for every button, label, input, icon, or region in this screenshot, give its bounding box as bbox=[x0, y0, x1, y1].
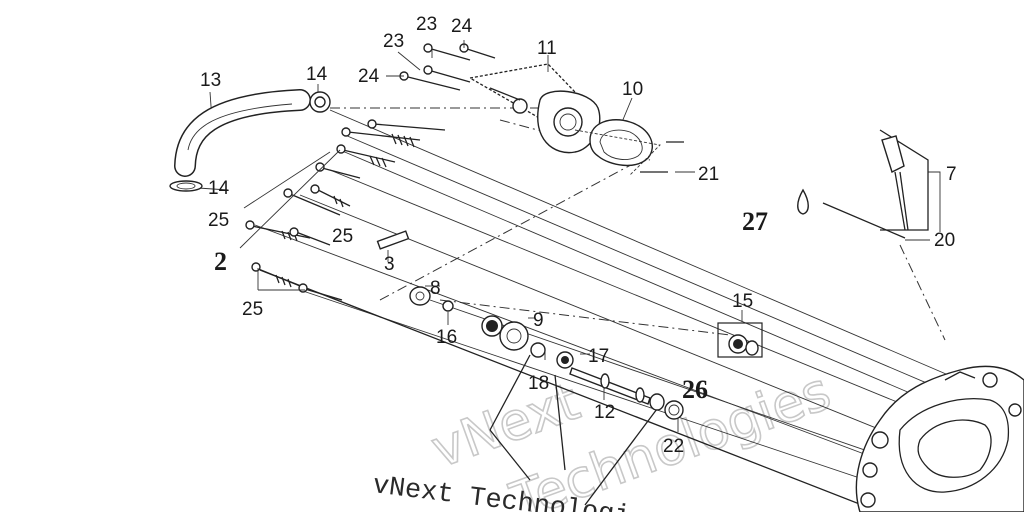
callout-21: 21 bbox=[698, 164, 719, 185]
callout-10: 10 bbox=[622, 79, 643, 100]
callout-24-mid: 24 bbox=[358, 66, 380, 87]
callout-18: 18 bbox=[528, 373, 549, 394]
callout-20: 20 bbox=[934, 230, 955, 251]
callout-3: 3 bbox=[384, 254, 395, 275]
callout-17: 17 bbox=[588, 346, 609, 367]
callout-7: 7 bbox=[946, 164, 957, 185]
callout-12: 12 bbox=[594, 402, 615, 423]
callout-9: 9 bbox=[533, 310, 544, 331]
callout-25-a: 25 bbox=[208, 210, 229, 231]
oil-drop-icon bbox=[797, 188, 809, 215]
bearing-part bbox=[499, 321, 529, 351]
bolts bbox=[245, 43, 496, 301]
washer-part bbox=[530, 342, 546, 358]
parts bbox=[169, 63, 1024, 512]
callout-14-bottom: 14 bbox=[208, 178, 230, 199]
dipstick-part bbox=[879, 129, 929, 231]
pin-part bbox=[376, 230, 410, 250]
callout-8: 8 bbox=[430, 278, 441, 299]
callout-25-c: 25 bbox=[242, 299, 263, 320]
callout-26: 26 bbox=[682, 375, 708, 404]
callout-15: 15 bbox=[732, 291, 753, 312]
callout-13: 13 bbox=[200, 70, 221, 91]
callout-23-mid: 23 bbox=[383, 31, 404, 52]
shaft-part bbox=[569, 367, 651, 405]
callout-22: 22 bbox=[663, 436, 684, 457]
ring-part bbox=[649, 393, 665, 411]
callout-16: 16 bbox=[436, 327, 457, 348]
circlip-part bbox=[664, 400, 684, 420]
thermostat-cover-part bbox=[468, 63, 602, 154]
callout-14-top: 14 bbox=[306, 64, 328, 85]
callout-24-top: 24 bbox=[451, 16, 473, 37]
crankcase-part bbox=[855, 365, 1024, 512]
callout-11: 11 bbox=[537, 38, 557, 59]
impeller-part bbox=[409, 286, 431, 306]
oil-seal-part bbox=[717, 322, 763, 358]
callout-25-b: 25 bbox=[332, 226, 353, 247]
callouts: 13 14 14 25 2 25 25 3 23 24 23 24 11 10 … bbox=[200, 14, 957, 457]
callout-23-top: 23 bbox=[416, 14, 437, 35]
callout-27: 27 bbox=[742, 207, 768, 236]
gasket-part bbox=[574, 119, 661, 176]
clamp-bottom-part bbox=[169, 180, 203, 192]
callout-2: 2 bbox=[214, 247, 227, 276]
nut-part bbox=[442, 300, 454, 312]
